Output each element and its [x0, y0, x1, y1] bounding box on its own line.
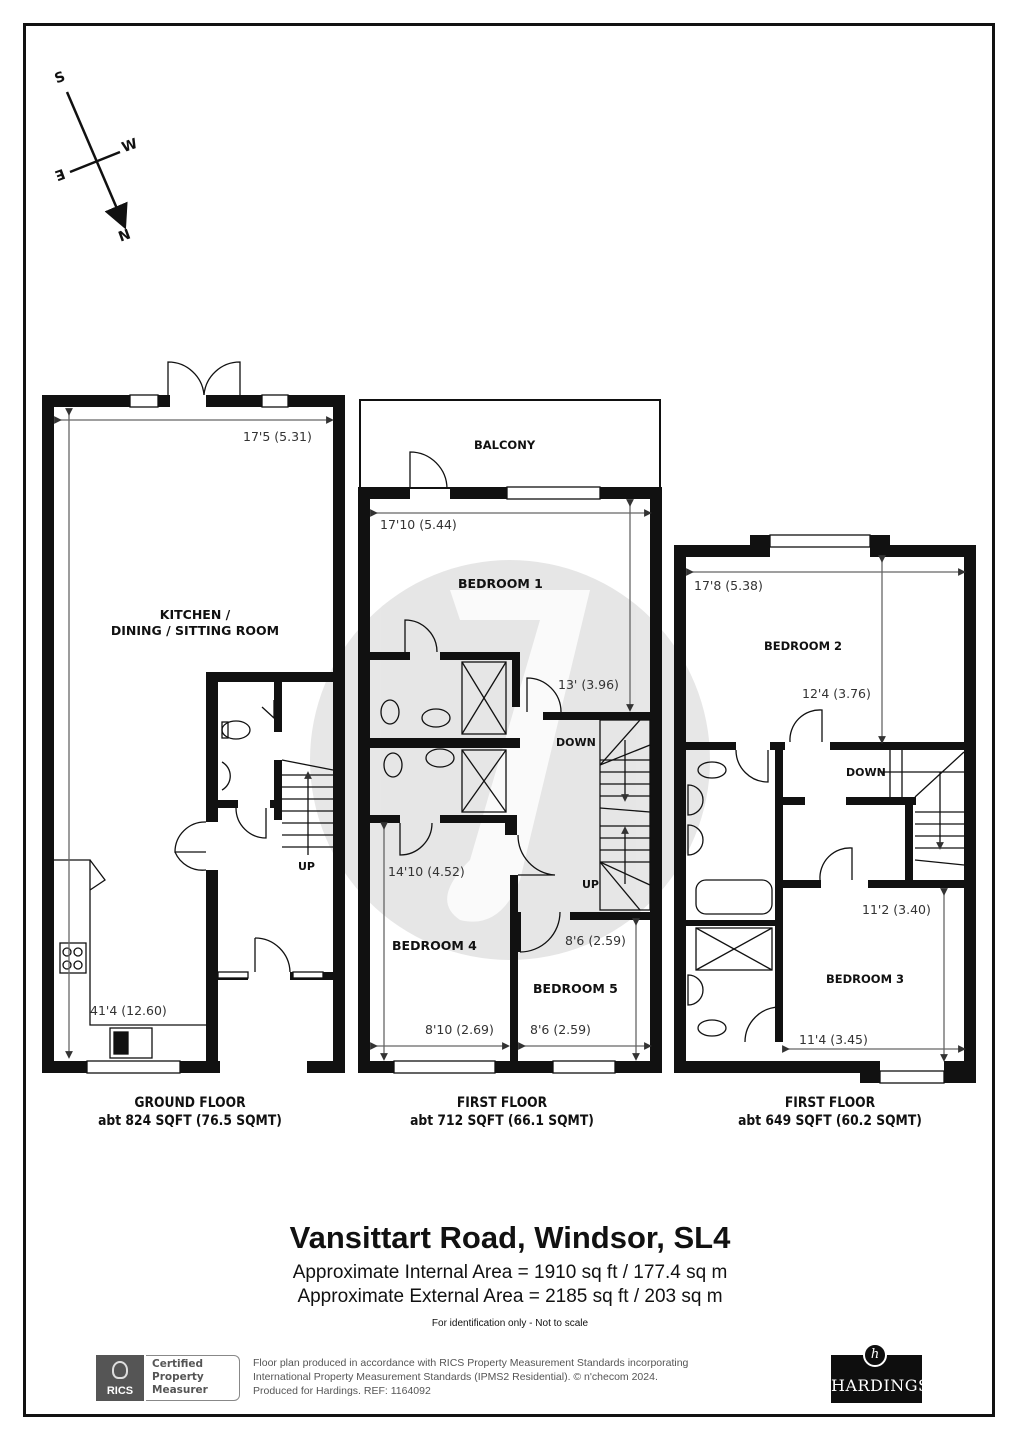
- rics-logo: RICS: [96, 1355, 144, 1401]
- ground-floor-fixtures: [54, 361, 334, 1074]
- property-title: Vansittart Road, Windsor, SL4: [289, 1220, 731, 1255]
- stairs-up-label: UP: [582, 878, 599, 891]
- compass-icon: [65, 91, 128, 230]
- dimension-label: 13' (3.96): [558, 677, 619, 692]
- rics-badge: RICS Certified Property Measurer: [96, 1355, 242, 1401]
- dimension-label: 17'5 (5.31): [243, 429, 312, 444]
- first-floor-middle-fixtures: [359, 399, 661, 1074]
- external-area: Approximate External Area = 2185 sq ft /…: [297, 1286, 723, 1307]
- page-border: [23, 23, 995, 1417]
- room-label-line: KITCHEN /: [159, 607, 231, 622]
- floor-caption-first-a: FIRST FLOOR abt 712 SQFT (66.1 SQMT): [379, 1094, 625, 1130]
- dimension-label: 17'8 (5.38): [694, 578, 763, 593]
- ground-floor-plan: [42, 395, 345, 1073]
- rics-crest-icon: [112, 1361, 128, 1379]
- room-label-balcony: BALCONY: [474, 438, 536, 452]
- hardings-monogram-icon: h: [863, 1343, 887, 1367]
- stairs-up-label: UP: [298, 860, 315, 873]
- floor-area: abt 824 SQFT (76.5 SQMT): [98, 1113, 282, 1129]
- room-label-bedroom-5: BEDROOM 5: [533, 981, 618, 996]
- dimension-label: 14'10 (4.52): [388, 864, 465, 879]
- room-label-bedroom-4: BEDROOM 4: [392, 938, 477, 953]
- dimension-label: 11'4 (3.45): [799, 1032, 868, 1047]
- internal-area: Approximate Internal Area = 1910 sq ft /…: [292, 1262, 728, 1283]
- brand-name: HARDINGS: [831, 1376, 930, 1395]
- dimension-label: 8'6 (2.59): [530, 1022, 591, 1037]
- room-label-line: DINING / SITTING ROOM: [110, 623, 280, 638]
- legal-line: Produced for Hardings. REF: 1164092: [253, 1385, 431, 1397]
- floor-name: FIRST FLOOR: [456, 1095, 548, 1111]
- dimension-label: 17'10 (5.44): [380, 517, 457, 532]
- room-label-kitchen: KITCHEN / DINING / SITTING ROOM: [100, 607, 290, 639]
- dimension-label: 12'4 (3.76): [802, 686, 871, 701]
- dimension-label: 8'6 (2.59): [565, 933, 626, 948]
- stairs-down-label: DOWN: [846, 766, 886, 779]
- hardings-logo: h HARDINGS: [831, 1343, 930, 1403]
- rics-badge-line: Measurer: [152, 1384, 208, 1396]
- floor-name: GROUND FLOOR: [134, 1095, 246, 1111]
- rics-abbr: RICS: [106, 1385, 134, 1397]
- floor-caption-ground: GROUND FLOOR abt 824 SQFT (76.5 SQMT): [67, 1094, 313, 1130]
- dimension-label: 11'2 (3.40): [862, 902, 931, 917]
- legal-line: Floor plan produced in accordance with R…: [253, 1357, 689, 1369]
- rics-badge-line: Property: [152, 1371, 204, 1383]
- floor-name: FIRST FLOOR: [784, 1095, 876, 1111]
- floor-caption-first-b: FIRST FLOOR abt 649 SQFT (60.2 SQMT): [707, 1094, 953, 1130]
- room-label-bedroom-1: BEDROOM 1: [458, 576, 543, 591]
- dimension-label: 41'4 (12.60): [90, 1003, 167, 1018]
- legal-notice: Floor plan produced in accordance with R…: [253, 1356, 773, 1398]
- first-floor-right-fixtures: [686, 534, 966, 1084]
- first-floor-middle-plan: [358, 487, 662, 1073]
- room-label-bedroom-2: BEDROOM 2: [764, 639, 843, 653]
- stairs-down-label: DOWN: [556, 736, 596, 749]
- rics-certification: Certified Property Measurer: [146, 1355, 240, 1401]
- first-floor-right-plan: [674, 535, 976, 1083]
- floor-area: abt 649 SQFT (60.2 SQMT): [738, 1113, 922, 1129]
- legal-line: International Property Measurement Stand…: [253, 1371, 658, 1383]
- floor-area: abt 712 SQFT (66.1 SQMT): [410, 1113, 594, 1129]
- dimension-label: 8'10 (2.69): [425, 1022, 494, 1037]
- disclaimer: For identification only - Not to scale: [431, 1318, 589, 1329]
- rics-badge-line: Certified: [152, 1358, 204, 1370]
- room-label-bedroom-3: BEDROOM 3: [826, 972, 905, 986]
